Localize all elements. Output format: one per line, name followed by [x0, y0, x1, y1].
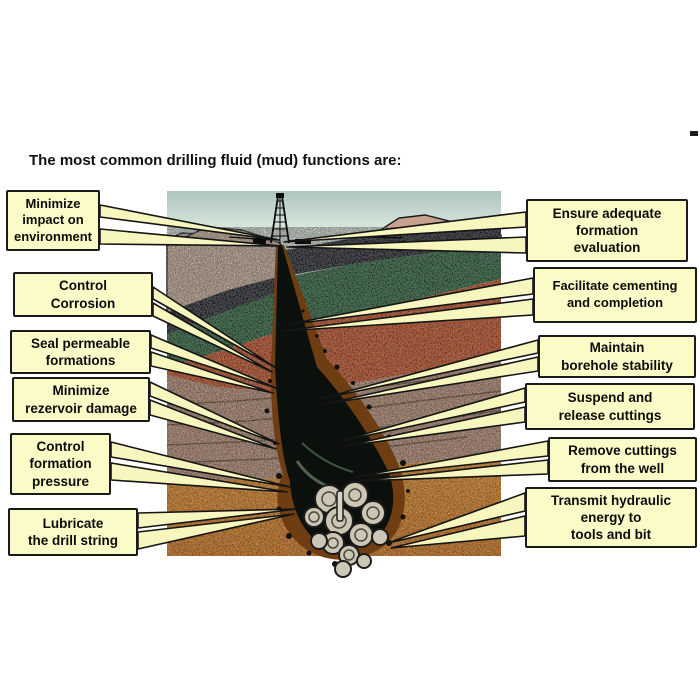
callout-seal-permeable: Seal permeable formations — [10, 330, 151, 374]
callout-pointer — [137, 513, 295, 550]
callout-lubricate-string: Lubricate the drill string — [8, 508, 138, 556]
callout-minimize-reservoir: Minimize rezervoir damage — [12, 377, 150, 422]
callout-pointer — [99, 228, 282, 247]
callout-pointer — [137, 508, 298, 529]
callout-pointer — [110, 441, 291, 488]
callout-pointer — [99, 204, 280, 241]
callout-pointer — [152, 302, 273, 373]
callout-minimize-impact: Minimize impact on environment — [6, 190, 100, 251]
callout-control-corrosion: Control Corrosion — [13, 272, 153, 317]
callout-hydraulic-energy: Transmit hydraulic energy to tools and b… — [525, 487, 697, 548]
callout-pointer — [110, 462, 288, 493]
callout-remove-cuttings: Remove cuttings from the well — [548, 437, 697, 482]
drill-string-cone — [275, 245, 394, 550]
callout-pointer — [149, 399, 277, 450]
callout-formation-evaluation: Ensure adequate formation evaluation — [526, 199, 688, 262]
page-title: The most common drilling fluid (mud) fun… — [29, 152, 402, 169]
callout-cementing-completion: Facilitate cementing and completion — [533, 267, 697, 323]
callout-borehole-stability: Maintain borehole stability — [538, 335, 696, 378]
callout-pointer — [152, 286, 277, 369]
drill-bit — [303, 481, 389, 578]
callout-pointer — [150, 351, 274, 394]
edge-artifact — [690, 131, 698, 136]
callout-pointer — [149, 381, 280, 445]
callout-control-pressure: Control formation pressure — [10, 433, 111, 495]
callout-suspend-cuttings: Suspend and release cuttings — [525, 383, 695, 430]
callout-pointer — [150, 334, 277, 389]
cone-highlight — [301, 442, 354, 473]
